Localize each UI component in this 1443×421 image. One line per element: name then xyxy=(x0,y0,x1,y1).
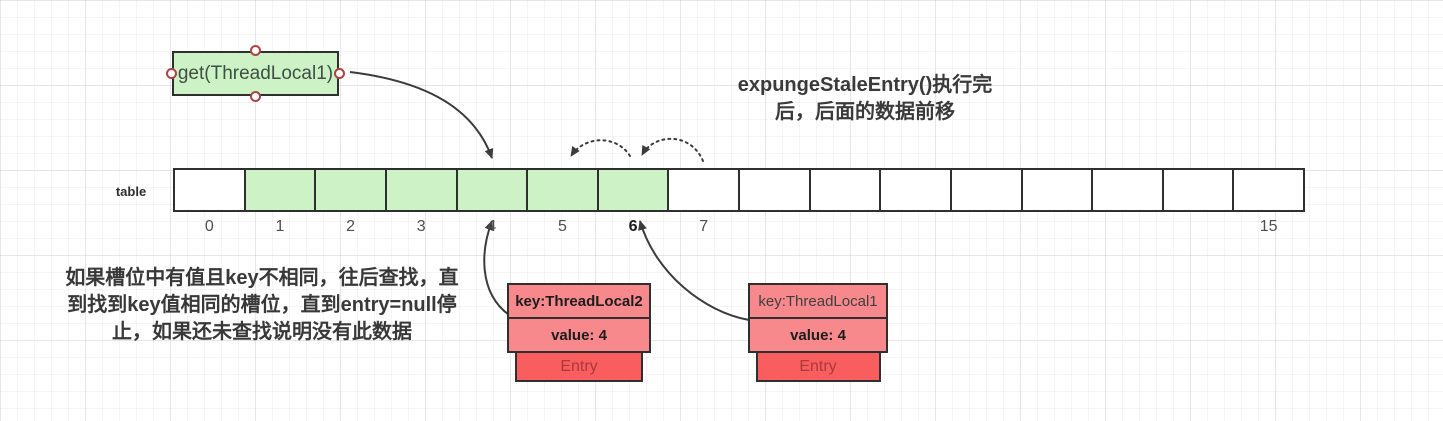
get-box-label: get(ThreadLocal1) xyxy=(177,62,334,84)
table-cell[interactable]: 6 xyxy=(598,170,670,235)
expunge-title-line2: 后，后面的数据前移 xyxy=(775,101,955,123)
cell-index: 5 xyxy=(557,218,567,235)
table-cell[interactable]: 7 xyxy=(669,170,740,235)
table-caption: table xyxy=(115,184,147,199)
entry-stack-threadlocal1[interactable]: key:ThreadLocal1 value: 4 Entry xyxy=(748,283,888,382)
arrow-get-to-cell4 xyxy=(349,71,494,159)
cell-index: 2 xyxy=(346,218,356,235)
lookup-note-line2: 到找到key值相同的槽位，直到entry=null停 xyxy=(67,294,457,316)
table-cell[interactable] xyxy=(1022,170,1094,210)
table-cell[interactable] xyxy=(951,170,1023,210)
table-cell[interactable]: 5 xyxy=(528,170,599,235)
table-cell[interactable]: 1 xyxy=(245,170,317,235)
expunge-title-line1: expungeStaleEntry()执行完 xyxy=(737,74,993,96)
table-cell[interactable] xyxy=(881,170,952,210)
table-cell[interactable] xyxy=(1093,170,1164,210)
table-cells: 0 1 2 3 4 5 6 7 15 xyxy=(173,168,1305,235)
cell-index: 4 xyxy=(487,218,497,235)
entry-value: value: 4 xyxy=(748,317,888,353)
cell-index: 1 xyxy=(275,218,285,235)
entry-key: key:ThreadLocal2 xyxy=(507,283,651,319)
entry-tag: Entry xyxy=(515,351,643,382)
arrow-shift-6-to-5 xyxy=(570,139,631,157)
cell-index: 7 xyxy=(699,218,709,235)
cell-index: 3 xyxy=(416,218,426,235)
expunge-title: expungeStaleEntry()执行完 后，后面的数据前移 xyxy=(660,72,1070,126)
lookup-note-line3: 止，如果还未查找说明没有此数据 xyxy=(112,321,412,343)
table-cell[interactable]: 4 xyxy=(457,170,529,235)
table-cell[interactable] xyxy=(740,170,811,210)
table-cell[interactable]: 0 xyxy=(175,170,246,235)
table-cell[interactable]: 15 xyxy=(1234,170,1303,235)
selection-handle-right-icon[interactable] xyxy=(334,67,345,79)
arrow-shift-7-to-6 xyxy=(641,137,704,162)
table-cell[interactable]: 2 xyxy=(316,170,387,235)
table-cell[interactable]: 3 xyxy=(386,170,458,235)
lookup-note: 如果槽位中有值且key不相同，往后查找，直 到找到key值相同的槽位，直到ent… xyxy=(38,265,486,346)
entry-key: key:ThreadLocal1 xyxy=(748,283,888,319)
selection-handle-bottom-icon[interactable] xyxy=(249,91,261,102)
selection-handle-top-icon[interactable] xyxy=(249,45,261,56)
cell-index: 0 xyxy=(204,218,214,235)
entry-stack-threadlocal2[interactable]: key:ThreadLocal2 value: 4 Entry xyxy=(507,283,651,382)
selection-handle-left-icon[interactable] xyxy=(166,67,177,79)
cell-index: 6 xyxy=(628,218,638,235)
cell-index: 15 xyxy=(1259,218,1278,235)
lookup-note-line1: 如果槽位中有值且key不相同，往后查找，直 xyxy=(65,267,459,289)
table-cell[interactable] xyxy=(810,170,882,210)
entry-value: value: 4 xyxy=(507,317,651,353)
entry-tag: Entry xyxy=(755,351,881,382)
get-threadlocal1-box[interactable]: get(ThreadLocal1) xyxy=(166,45,345,102)
table-cell[interactable] xyxy=(1163,170,1235,210)
